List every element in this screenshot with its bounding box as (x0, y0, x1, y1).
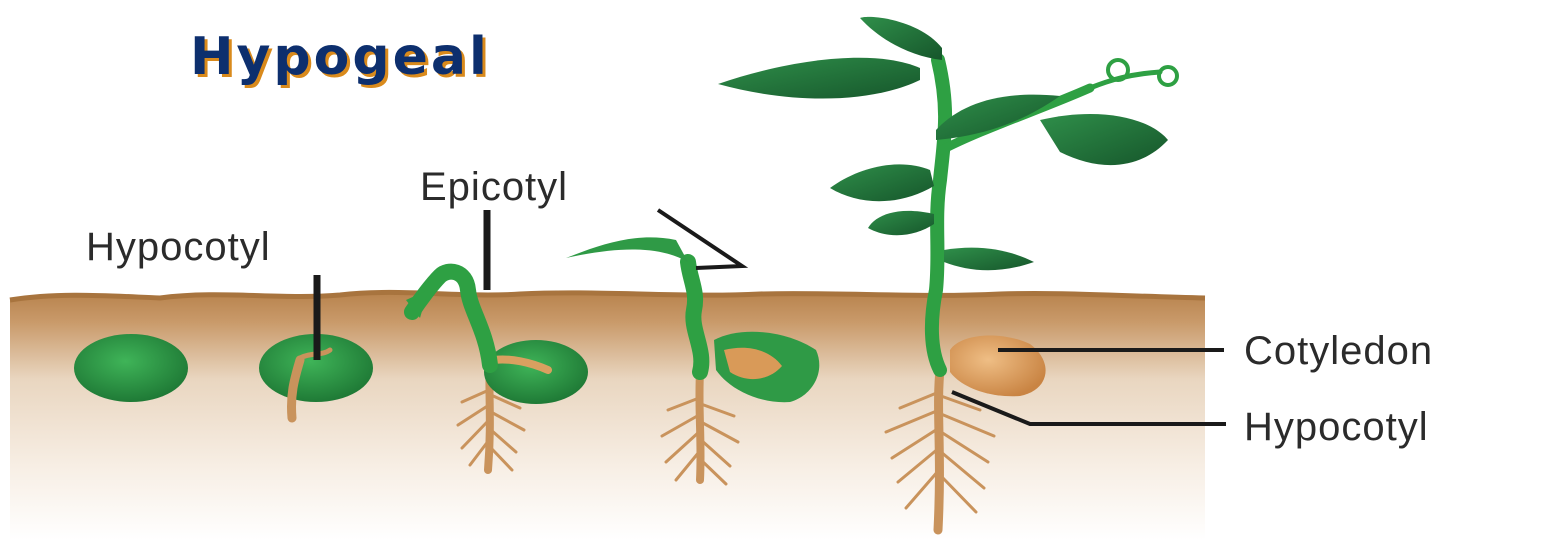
leader-epicotyl-right (658, 210, 742, 268)
label-cotyledon: Cotyledon (1244, 329, 1433, 373)
soil (10, 292, 1205, 540)
label-epicotyl: Epicotyl (420, 165, 568, 209)
seed-stage-1 (74, 334, 188, 402)
label-hypocotyl-left: Hypocotyl (86, 225, 271, 269)
label-hypocotyl-right: Hypocotyl (1244, 405, 1429, 449)
page-title: Hypogeal Hypogeal (190, 27, 493, 90)
svg-text:Hypogeal: Hypogeal (190, 27, 490, 87)
